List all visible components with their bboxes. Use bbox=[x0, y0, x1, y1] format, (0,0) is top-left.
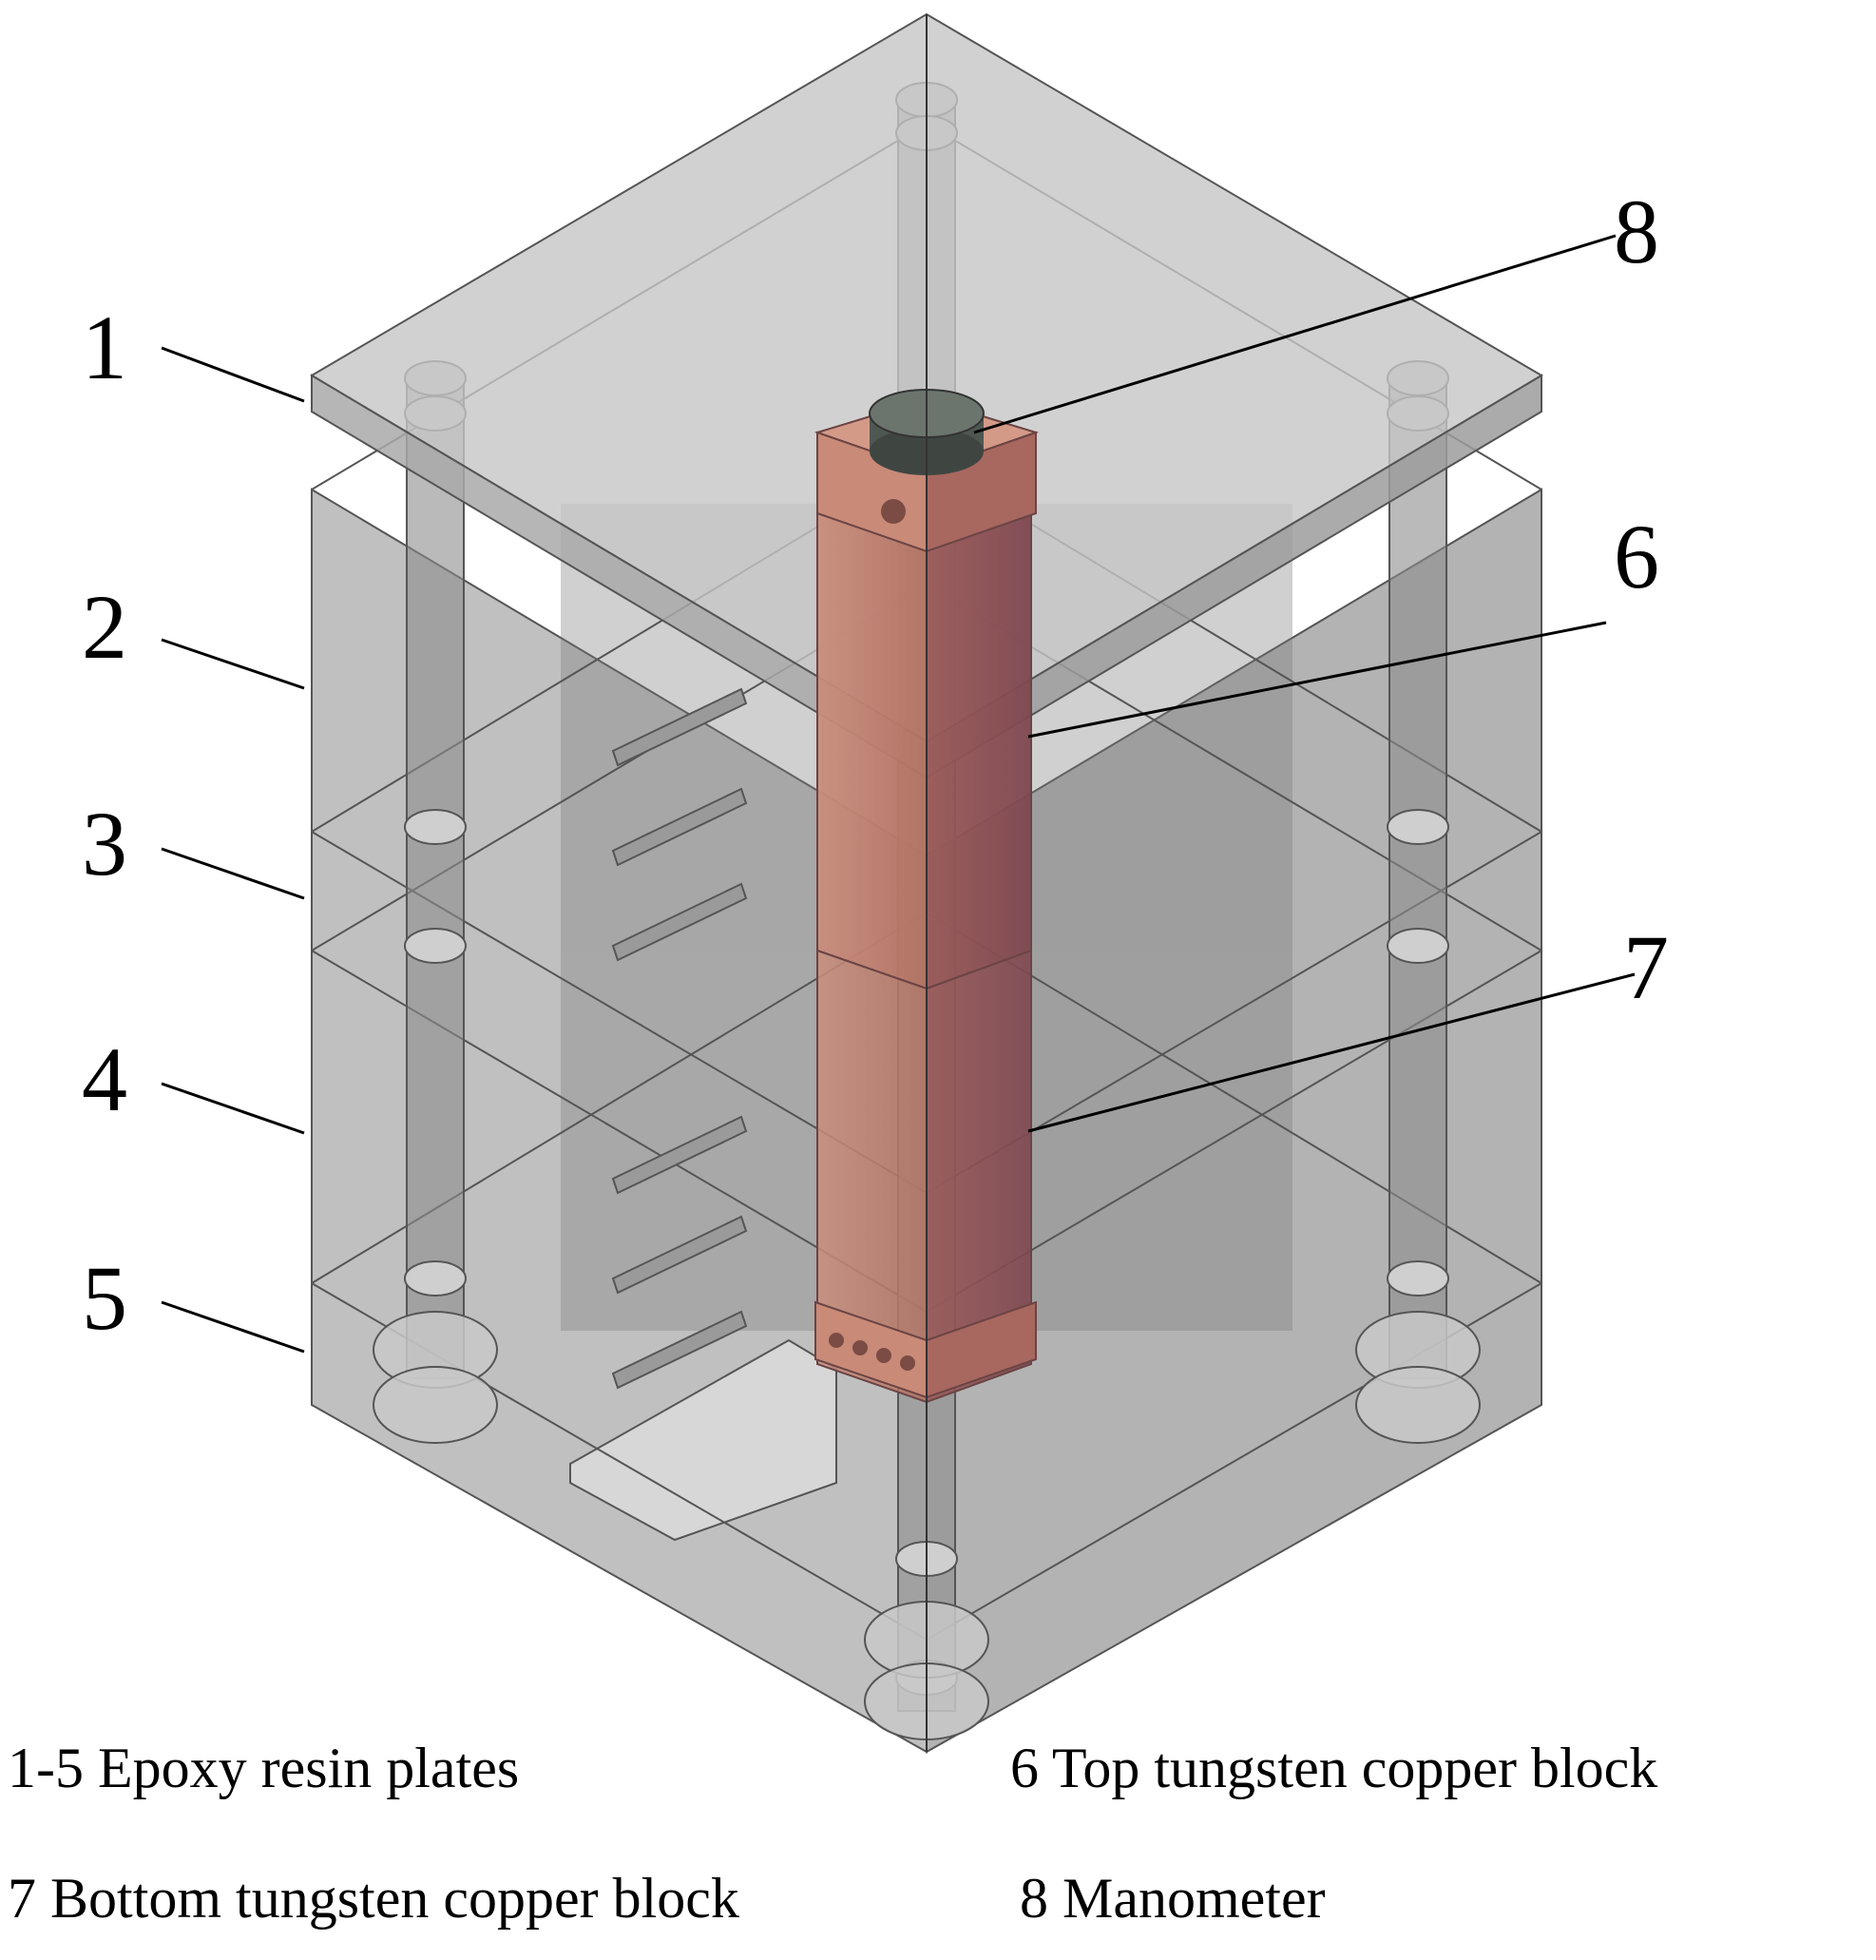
legend-top-copper: 6 Top tungsten copper block bbox=[1010, 1737, 1658, 1799]
interior-step bbox=[569, 1338, 837, 1542]
leader-7 bbox=[1027, 972, 1636, 1133]
leader-6 bbox=[1027, 621, 1607, 739]
label-6: 6 bbox=[1614, 506, 1659, 607]
base-screw-holes bbox=[829, 1333, 915, 1371]
label-2: 2 bbox=[82, 576, 127, 678]
leader-2 bbox=[161, 638, 305, 690]
label-7: 7 bbox=[1623, 916, 1669, 1018]
legend-manometer: 8 Manometer bbox=[1020, 1867, 1326, 1930]
label-5: 5 bbox=[82, 1247, 127, 1349]
label-1: 1 bbox=[82, 297, 127, 398]
leader-4 bbox=[161, 1082, 305, 1135]
leader-8 bbox=[973, 234, 1617, 434]
label-4: 4 bbox=[82, 1028, 127, 1130]
label-8: 8 bbox=[1614, 181, 1659, 282]
legend-bottom-copper: 7 Bottom tungsten copper block bbox=[8, 1867, 739, 1930]
cap-screw-hole bbox=[881, 499, 906, 524]
leader-3 bbox=[161, 847, 305, 900]
leader-1 bbox=[161, 346, 305, 403]
label-3: 3 bbox=[82, 793, 127, 894]
leader-5 bbox=[161, 1300, 305, 1354]
leader-lines bbox=[161, 234, 1636, 1354]
legend-resin-plates: 1-5 Epoxy resin plates bbox=[8, 1737, 520, 1799]
slots bbox=[611, 687, 748, 1390]
rod-feet bbox=[373, 1311, 1481, 1740]
